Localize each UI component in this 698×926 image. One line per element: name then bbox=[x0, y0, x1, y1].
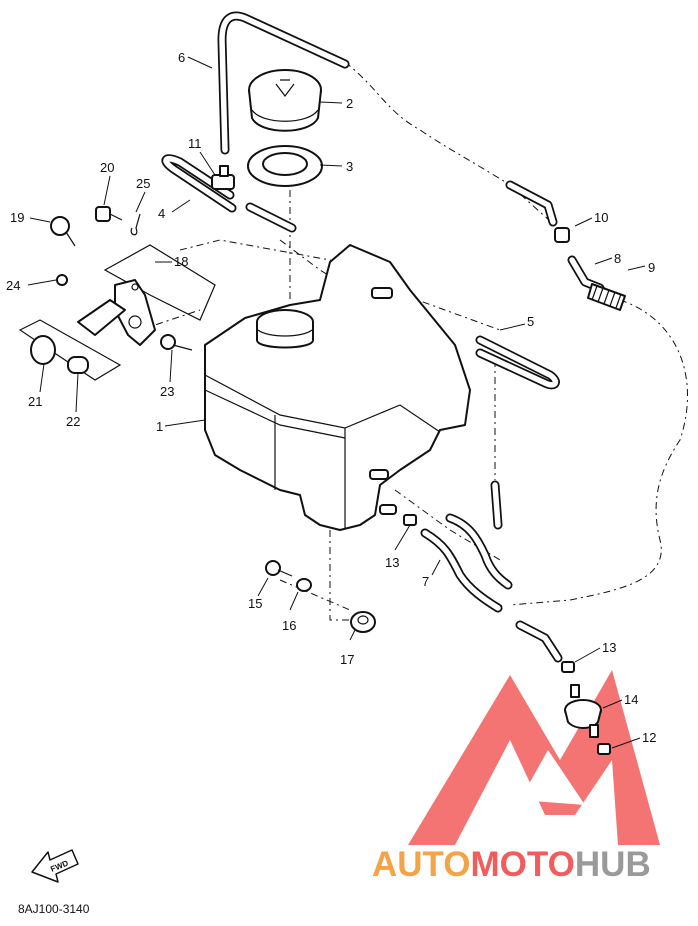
callout-8: 8 bbox=[614, 251, 621, 266]
callout-5: 5 bbox=[527, 314, 534, 329]
watermark-logo bbox=[408, 670, 660, 845]
callouts: 1 2 3 4 5 6 7 8 9 10 11 12 13 13 14 15 1… bbox=[6, 50, 656, 745]
callout-6: 6 bbox=[178, 50, 185, 65]
callout-11: 11 bbox=[188, 136, 202, 151]
callout-22: 22 bbox=[66, 414, 80, 429]
watermark-part1: AUTO bbox=[372, 845, 471, 884]
diagram-code: 8AJ100-3140 bbox=[18, 902, 90, 916]
small-parts bbox=[30, 165, 626, 755]
leader-lines bbox=[27, 56, 646, 749]
fwd-arrow-icon: FWD bbox=[31, 849, 79, 883]
callout-17: 17 bbox=[340, 652, 354, 667]
callout-2: 2 bbox=[346, 96, 353, 111]
watermark-part3: HUB bbox=[575, 845, 651, 884]
watermark-text: AUTOMOTOHUB bbox=[372, 845, 651, 884]
callout-18: 18 bbox=[174, 254, 188, 269]
callout-15: 15 bbox=[248, 596, 262, 611]
svg-text:AUTOMOTOHUB: AUTOMOTOHUB bbox=[372, 845, 651, 884]
callout-16: 16 bbox=[282, 618, 296, 633]
callout-10: 10 bbox=[594, 210, 608, 225]
callout-19: 19 bbox=[10, 210, 24, 225]
callout-13b: 13 bbox=[602, 640, 616, 655]
callout-14: 14 bbox=[624, 692, 638, 707]
callout-3: 3 bbox=[346, 159, 353, 174]
callout-20: 20 bbox=[100, 160, 114, 175]
callout-7: 7 bbox=[422, 574, 429, 589]
callout-13a: 13 bbox=[385, 555, 399, 570]
callout-12: 12 bbox=[642, 730, 656, 745]
watermark-triangle bbox=[408, 670, 660, 845]
callout-1: 1 bbox=[156, 419, 163, 434]
cap-gasket bbox=[247, 145, 323, 187]
watermark-part2: MOTO bbox=[471, 845, 575, 884]
callout-25: 25 bbox=[136, 176, 150, 191]
callout-23: 23 bbox=[160, 384, 174, 399]
watermark-inner bbox=[520, 750, 585, 805]
filler-cap bbox=[248, 69, 322, 132]
callout-24: 24 bbox=[6, 278, 20, 293]
callout-9: 9 bbox=[648, 260, 655, 275]
callout-21: 21 bbox=[28, 394, 42, 409]
callout-4: 4 bbox=[158, 206, 165, 221]
hoses bbox=[161, 11, 605, 663]
reservoir-tank bbox=[204, 244, 471, 531]
